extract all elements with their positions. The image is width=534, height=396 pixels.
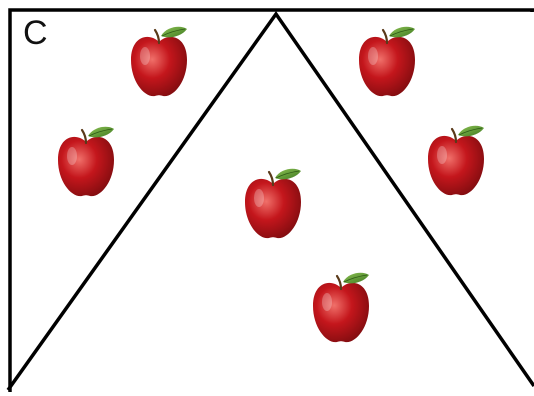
- apple-icon: [245, 169, 301, 238]
- apple-icon: [313, 273, 369, 342]
- apple-icon: [359, 27, 415, 96]
- apple-icon: [58, 127, 114, 196]
- apple-icon: [131, 27, 187, 96]
- apple-icon: [428, 126, 484, 195]
- panel-label: C: [23, 16, 48, 50]
